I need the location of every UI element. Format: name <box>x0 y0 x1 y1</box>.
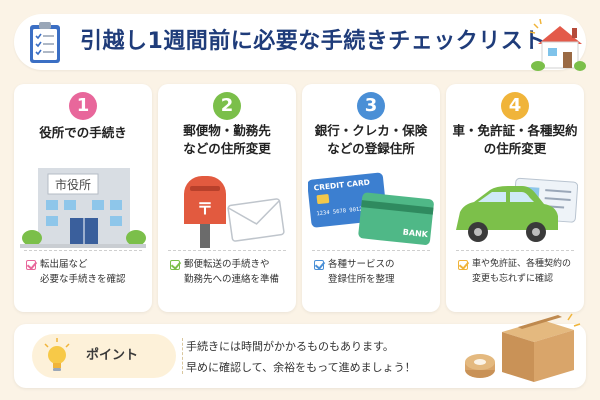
card-title-line: などの住所変更 <box>183 141 271 156</box>
tip-separator <box>182 338 183 374</box>
card-title-line: の住所変更 <box>483 141 547 156</box>
card-divider <box>312 250 430 251</box>
card-description-line: 勤務先への連絡を準備 <box>184 274 280 285</box>
checkbox-icon <box>458 260 468 270</box>
city-hall-icon: 市役所 <box>20 168 146 248</box>
tip-text-line: 早めに確認して、余裕をもって進めましょう！ <box>186 361 416 374</box>
page-title: 引越し1週間前に必要な手続きチェックリスト <box>80 29 546 54</box>
card-title: 郵便物・勤務先 などの住所変更 <box>162 122 292 158</box>
card-description-line: 郵便転送の手続きや <box>184 259 270 270</box>
card-description: 郵便転送の手続きや 勤務先への連絡を準備 <box>184 257 292 287</box>
lightbulb-icon <box>44 338 70 371</box>
card-mail-workplace: 2 郵便物・勤務先 などの住所変更 〒 郵便転送の手続きや 勤務先への連絡を準備 <box>158 84 296 312</box>
header-banner: 引越し1週間前に必要な手続きチェックリスト <box>14 14 586 71</box>
city-hall-sign-text: 市役所 <box>55 177 91 192</box>
step-number-badge: 1 <box>69 92 97 120</box>
card-divider <box>456 250 574 251</box>
tip-box: ポイント 手続きには時間がかかるものもあります。 早めに確認して、余裕をもって進… <box>14 313 586 388</box>
tip-text-line: 手続きには時間がかかるものもあります。 <box>186 340 394 353</box>
card-title: 車・免許証・各種契約 の住所変更 <box>450 122 580 158</box>
card-description-line: 登録住所を整理 <box>328 274 395 285</box>
card-title: 銀行・クレカ・保険 などの登録住所 <box>306 122 436 158</box>
tip-text: 手続きには時間がかかるものもあります。 早めに確認して、余裕をもって進めましょう… <box>186 336 446 378</box>
card-car-license-contracts: 4 車・免許証・各種契約 の住所変更 車や免許証、各種契約の 変更も忘れずに確認 <box>446 84 584 312</box>
card-description-line: 転出届など <box>40 259 88 270</box>
card-description-line: 各種サービスの <box>328 259 395 270</box>
checkbox-icon <box>26 260 36 270</box>
postal-mark-text: 〒 <box>197 199 213 218</box>
card-title-line: 役所での手続き <box>39 125 127 140</box>
card-description-line: 必要な手続きを確認 <box>40 274 126 285</box>
card-description-line: 車や免許証、各種契約の <box>472 259 572 269</box>
tip-label: ポイント <box>86 348 139 363</box>
card-divider <box>168 250 286 251</box>
card-title-line: 銀行・クレカ・保険 <box>314 123 428 138</box>
step-number-badge: 4 <box>501 92 529 120</box>
card-description: 車や免許証、各種契約の 変更も忘れずに確認 <box>472 257 582 287</box>
card-city-hall: 1 役所での手続き 市役所 転出届など 必要な手続きを確認 <box>14 84 152 312</box>
card-title-line: などの登録住所 <box>327 141 415 156</box>
mailbox-icon: 〒 <box>184 176 285 248</box>
checkbox-icon <box>170 260 180 270</box>
credit-card-icon: CREDIT CARD 1234 5678 9012 3456 BANK <box>308 172 434 245</box>
car-license-icon <box>456 177 578 242</box>
checkbox-icon <box>314 260 324 270</box>
card-divider <box>24 250 142 251</box>
card-bank-credit-insurance: 3 銀行・クレカ・保険 などの登録住所 CREDIT CARD 1234 567… <box>302 84 440 312</box>
house-icon <box>529 18 586 71</box>
card-description-line: 変更も忘れずに確認 <box>472 274 554 284</box>
card-title-line: 車・免許証・各種契約 <box>452 123 578 138</box>
clipboard-icon <box>30 22 60 63</box>
moving-boxes-icon <box>465 313 581 382</box>
bank-card-label: BANK <box>402 228 429 240</box>
card-description: 各種サービスの 登録住所を整理 <box>328 257 436 287</box>
card-description: 転出届など 必要な手続きを確認 <box>40 257 148 287</box>
step-number-badge: 3 <box>357 92 385 120</box>
card-title-line: 郵便物・勤務先 <box>183 123 271 138</box>
card-title: 役所での手続き <box>18 124 148 142</box>
tip-label-pill: ポイント <box>32 334 176 378</box>
step-number-badge: 2 <box>213 92 241 120</box>
